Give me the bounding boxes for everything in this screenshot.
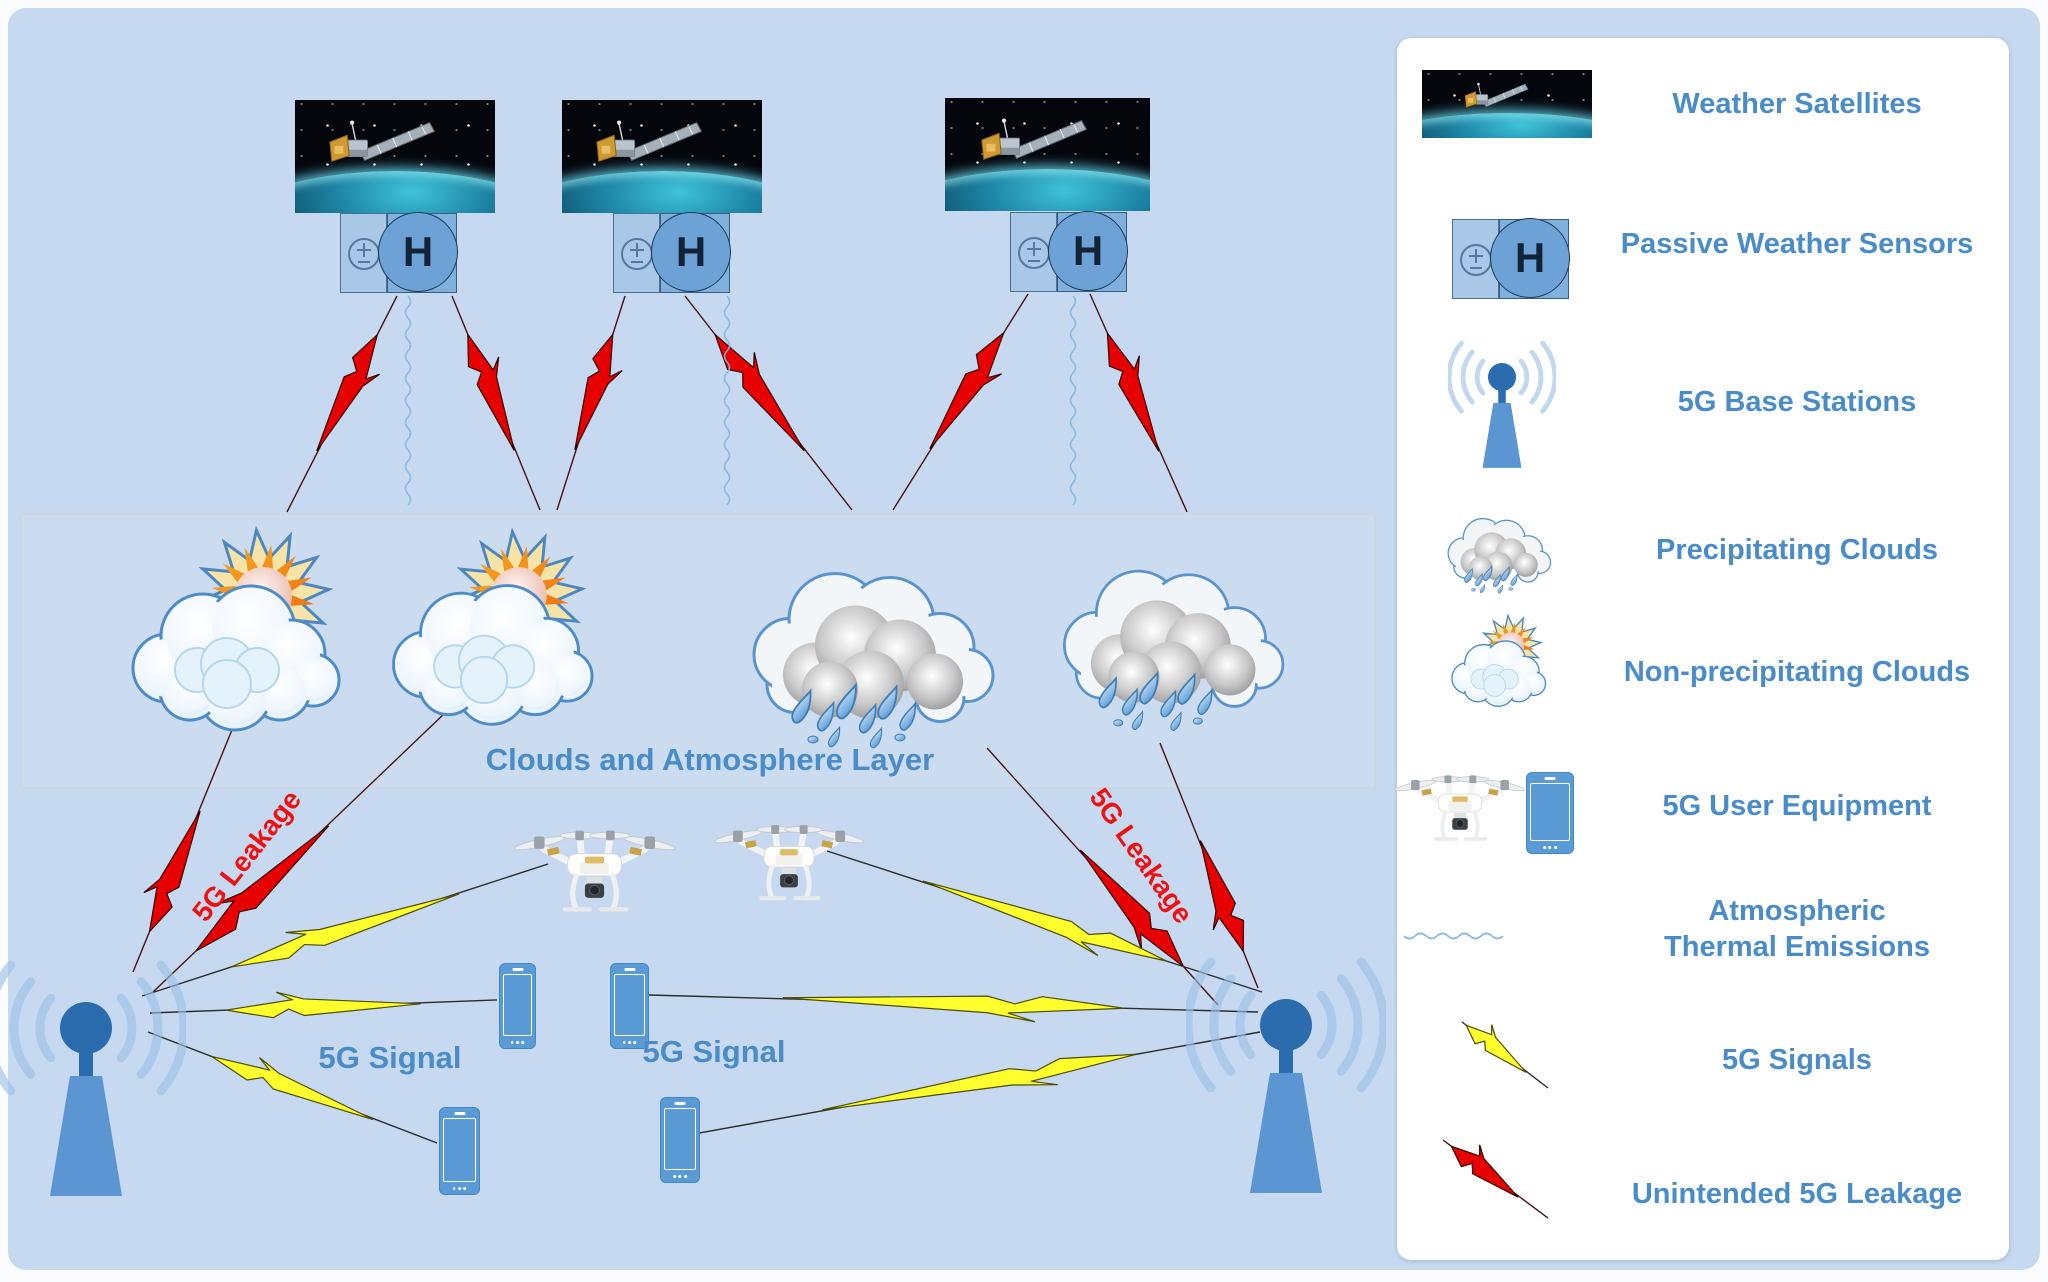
smartphone-icon <box>660 1097 700 1183</box>
smartphone-icon <box>499 963 536 1049</box>
drone-icon <box>713 818 865 907</box>
legend-label-non-precipitating-clouds: Non-precipitating Clouds <box>1623 656 1971 688</box>
5g-base-station-icon <box>1186 925 1386 1195</box>
earth-horizon <box>562 171 762 213</box>
earth-horizon <box>1422 112 1592 138</box>
satellite-craft <box>307 111 463 179</box>
legend-drone-icon <box>1394 766 1526 850</box>
legend-label-passive-weather-sensors: Passive Weather Sensors <box>1620 228 1974 260</box>
drone-icon <box>512 823 677 919</box>
legend-passive-weather-sensor-icon: H <box>1452 218 1570 299</box>
satellite-craft <box>574 111 730 179</box>
weather-satellite-icon <box>295 100 495 213</box>
atmosphere-layer-label: Clouds and Atmosphere Layer <box>485 742 935 777</box>
legend-smartphone-icon <box>1526 772 1574 854</box>
legend-non-precipitating-cloud-icon <box>1426 610 1566 710</box>
5g-base-station-icon <box>0 928 186 1198</box>
precipitating-cloud-icon <box>1040 540 1310 732</box>
legend-label-5g-user-equipment: 5G User Equipment <box>1662 790 1932 822</box>
legend-5g-base-station-icon <box>1448 323 1556 469</box>
legend-label-unintended-5g-leakage: Unintended 5G Leakage <box>1631 1178 1963 1210</box>
h-channel-circle: H <box>378 212 458 292</box>
passive-weather-sensor-icon: H <box>613 212 731 293</box>
h-channel-circle: H <box>1490 218 1570 298</box>
legend-label-atmospheric-thermal-emissions: Atmospheric Thermal Emissions <box>1664 895 1930 963</box>
smartphone-icon <box>439 1107 480 1195</box>
non-precipitating-cloud-icon <box>372 520 602 732</box>
sensor-symbol: H <box>1514 234 1546 281</box>
sensor-symbol: H <box>402 228 434 275</box>
earth-horizon <box>295 171 495 213</box>
legend-label-5g-base-stations: 5G Base Stations <box>1677 386 1917 418</box>
legend-label-precipitating-clouds: Precipitating Clouds <box>1656 534 1938 566</box>
satellite-craft <box>957 109 1117 177</box>
non-precipitating-cloud-icon <box>115 518 345 738</box>
legend-label-weather-satellites: Weather Satellites <box>1672 88 1922 120</box>
legend-label-5g-signals: 5G Signals <box>1722 1044 1872 1076</box>
passive-weather-sensor-icon: H <box>1010 211 1128 292</box>
earth-horizon <box>945 169 1150 211</box>
h-channel-circle: H <box>651 212 731 292</box>
sensor-symbol: H <box>675 228 707 275</box>
signal-label-left: 5G Signal <box>318 1040 462 1075</box>
legend-weather-satellite-icon <box>1422 70 1592 138</box>
h-channel-circle: H <box>1048 211 1128 291</box>
legend-precipitating-cloud-icon <box>1440 498 1560 600</box>
satellite-craft <box>1432 77 1565 118</box>
smartphone-icon <box>610 963 649 1049</box>
sensor-symbol: H <box>1072 227 1104 274</box>
weather-satellite-icon <box>945 98 1150 211</box>
precipitating-cloud-icon <box>735 532 1015 757</box>
weather-satellite-icon <box>562 100 762 213</box>
signal-label-right: 5G Signal <box>642 1034 786 1069</box>
passive-weather-sensor-icon: H <box>340 212 458 293</box>
